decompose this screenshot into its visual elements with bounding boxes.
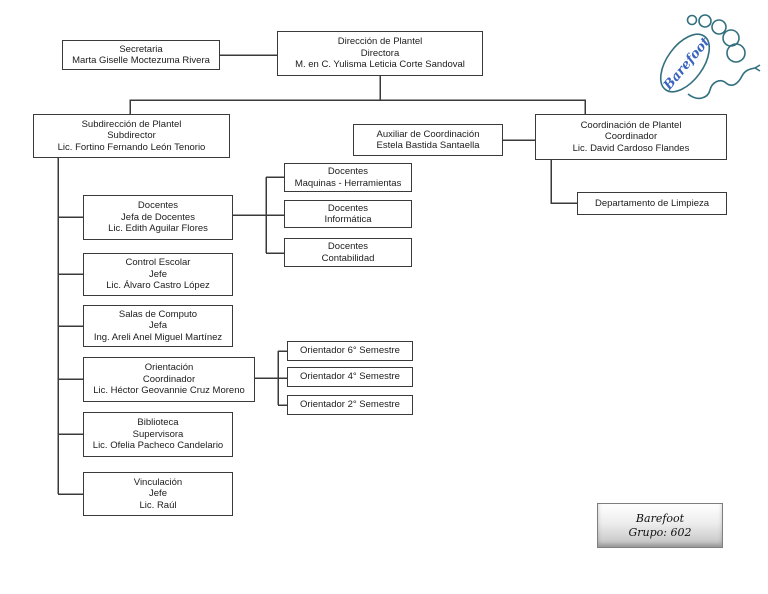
node-line: Biblioteca (137, 417, 179, 429)
node-line: Docentes (327, 241, 369, 252)
node-line: Jefe (149, 488, 167, 500)
node-line: Maquinas - Herramientas (294, 177, 402, 189)
node-line: Orientador 4° Semestre (300, 371, 400, 383)
node-line: Jefa (149, 320, 167, 332)
node-line: Lic. Ofelia Pacheco Candelario (92, 440, 224, 452)
toe-icon (698, 14, 712, 28)
node-docentes-informatica: Docentes Informática (284, 200, 412, 228)
node-line: Departamento de Limpieza (594, 197, 710, 209)
node-line: Supervisora (132, 428, 184, 440)
node-line: Dirección de Plantel (337, 36, 423, 48)
node-line: Ing. Areli Anel Miguel Martínez (93, 331, 223, 343)
node-docentes-maquinas: Docentes Maquinas - Herramientas (284, 163, 412, 192)
node-docentes-contabilidad: Docentes Contabilidad (284, 238, 412, 267)
node-secretaria: Secretaria Marta Giselle Moctezuma River… (62, 40, 220, 70)
badge-name: Barefoot (635, 511, 685, 525)
squiggle-line (687, 64, 761, 100)
badge-group-number: Grupo: 602 (628, 525, 692, 539)
node-biblioteca: Biblioteca Supervisora Lic. Ofelia Pache… (83, 412, 233, 457)
toe-icon (711, 19, 727, 35)
node-line: Lic. David Cardoso Flandes (572, 142, 690, 154)
node-line: Orientador 2° Semestre (300, 399, 400, 411)
node-line: Coordinador (604, 131, 658, 143)
node-line: Estela Bastida Santaella (376, 140, 480, 151)
node-line: Jefa de Docentes (121, 211, 195, 223)
node-line: Subdirector (107, 130, 156, 142)
node-orientacion: Orientación Coordinador Lic. Héctor Geov… (83, 357, 255, 402)
node-auxiliar: Auxiliar de Coordinación Estela Bastida … (353, 124, 503, 156)
node-line: Auxiliar de Coordinación (376, 128, 480, 140)
node-orientador-6: Orientador 6° Semestre (287, 341, 413, 361)
connector-top-spanner (129, 99, 586, 114)
node-line: Docentes (327, 166, 369, 177)
node-docentes: Docentes Jefa de Docentes Lic. Edith Agu… (83, 195, 233, 240)
node-coordinacion: Coordinación de Plantel Coordinador Lic.… (535, 114, 727, 160)
node-line: Salas de Computo (118, 308, 198, 320)
node-line: Docentes (137, 200, 179, 212)
node-orientador-4: Orientador 4° Semestre (287, 367, 413, 387)
node-line: Lic. Héctor Geovannie Cruz Moreno (93, 385, 245, 397)
toe-icon (726, 43, 746, 63)
node-line: M. en C. Yulisma Leticia Corte Sandoval (295, 59, 465, 71)
node-salas-computo: Salas de Computo Jefa Ing. Areli Anel Mi… (83, 305, 233, 347)
node-line: Orientador 6° Semestre (300, 345, 400, 357)
node-orientador-2: Orientador 2° Semestre (287, 395, 413, 415)
node-line: Marta Giselle Moctezuma Rivera (72, 55, 210, 66)
node-line: Control Escolar (125, 257, 191, 269)
barefoot-logo: Barefoot (659, 14, 761, 100)
node-line: Vinculación (133, 476, 183, 488)
node-vinculacion: Vinculación Jefe Lic. Raúl (83, 472, 233, 516)
node-subdireccion: Subdirección de Plantel Subdirector Lic.… (33, 114, 230, 158)
node-line: Coordinación de Plantel (580, 119, 682, 131)
toe-icon (686, 14, 698, 26)
node-control-escolar: Control Escolar Jefe Lic. Álvaro Castro … (83, 253, 233, 296)
node-line: Lic. Raúl (139, 499, 177, 511)
node-line: Orientación (144, 362, 194, 374)
node-line: Secretaria (119, 43, 163, 55)
node-line: Contabilidad (321, 252, 375, 264)
node-line: Directora (360, 47, 400, 59)
node-line: Coordinador (142, 373, 196, 385)
group-badge: Barefoot Grupo: 602 (597, 503, 723, 548)
node-line: Lic. Edith Aguilar Flores (108, 223, 208, 235)
node-line: Docentes (327, 202, 369, 214)
node-line: Lic. Fortino Fernando León Tenorio (57, 141, 206, 153)
node-line: Subdirección de Plantel (81, 118, 182, 130)
node-line: Informática (324, 214, 372, 225)
node-limpieza: Departamento de Limpieza (577, 192, 727, 215)
connector-coordinacion-limpieza (550, 160, 577, 204)
node-line: Jefe (149, 268, 167, 280)
node-line: Lic. Álvaro Castro López (106, 280, 210, 292)
node-direccion: Dirección de Plantel Directora M. en C. … (277, 31, 483, 76)
foot-outline (659, 33, 711, 93)
